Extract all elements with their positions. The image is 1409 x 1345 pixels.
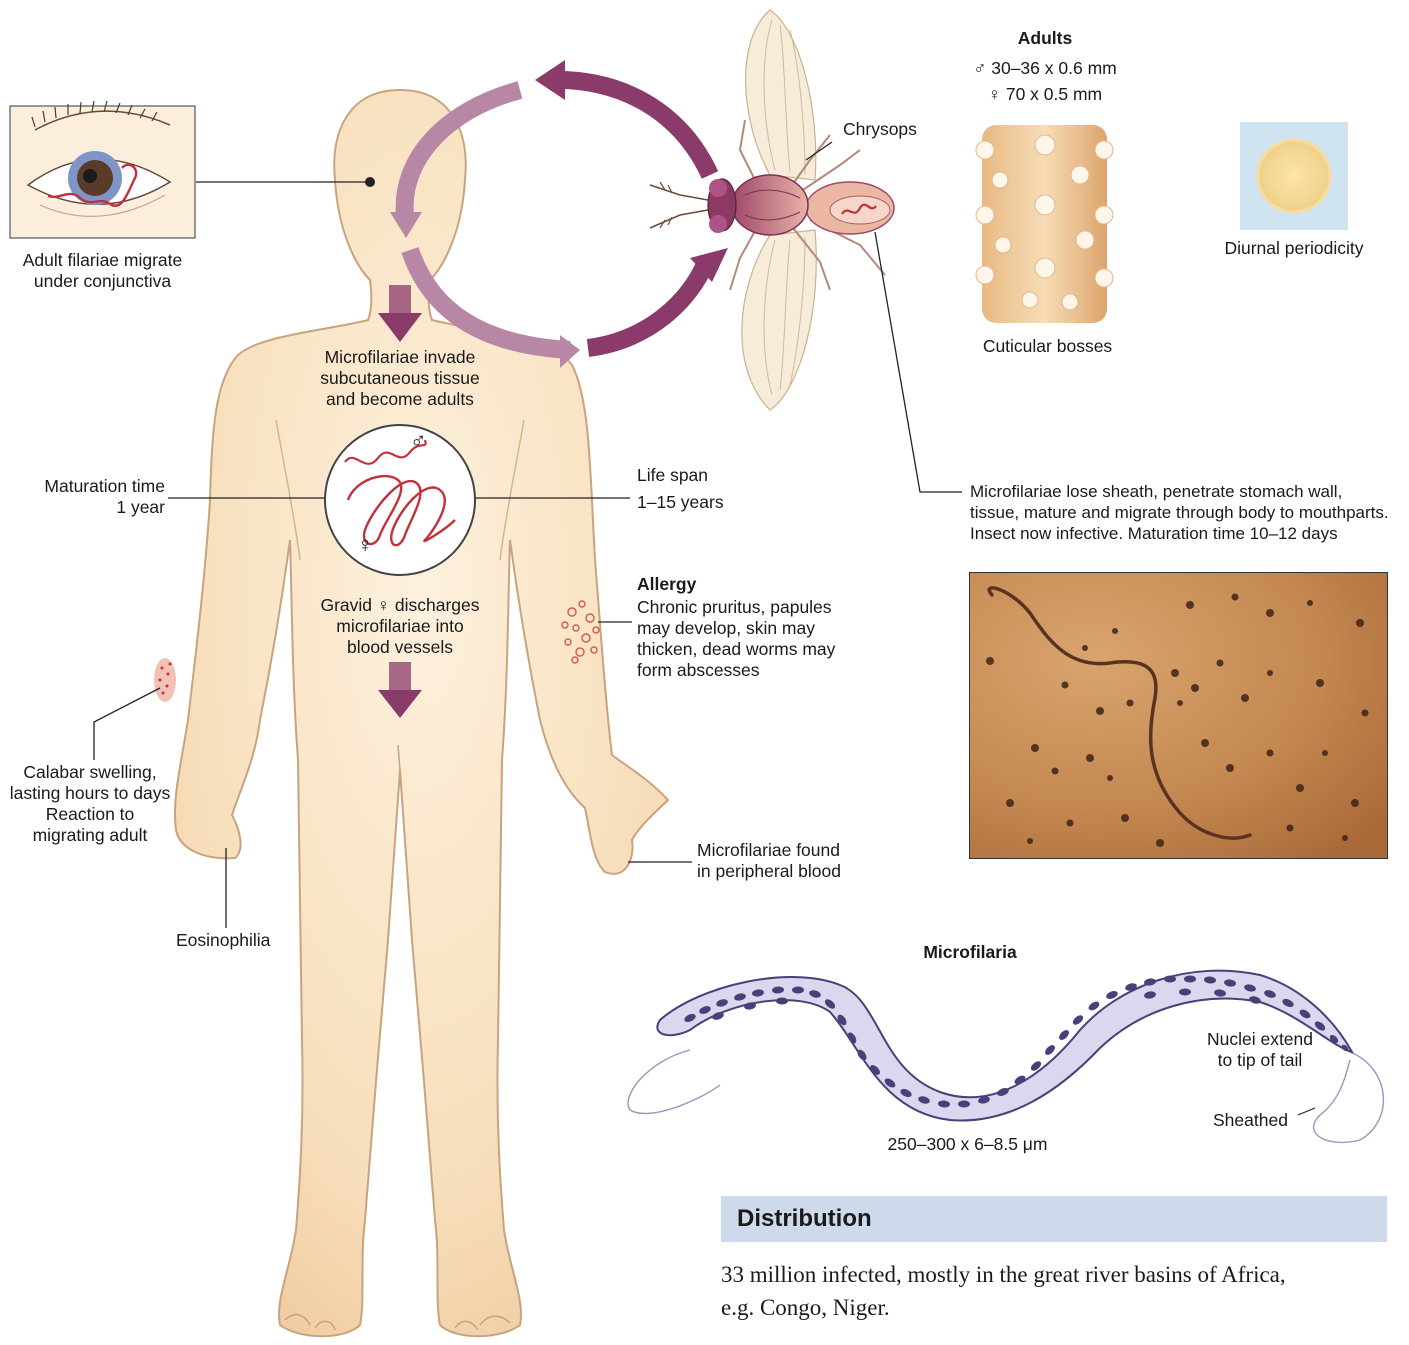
eye-inset xyxy=(10,101,195,238)
blood-smear-photo xyxy=(969,572,1388,859)
distribution-text: 33 million infected, mostly in the great… xyxy=(721,1258,1401,1324)
cuticular-bosses-label: Cuticular bosses xyxy=(960,336,1135,357)
sheathed-leader-line xyxy=(1298,1108,1315,1115)
sheathed-label: Sheathed xyxy=(1213,1110,1288,1131)
male-symbol: ♂ xyxy=(410,430,427,451)
distribution-header: Distribution xyxy=(721,1196,1387,1242)
female-symbol: ♀ xyxy=(357,534,374,555)
fly-wing-upper xyxy=(746,10,816,180)
adult-worms-circle xyxy=(325,425,475,575)
eye-caption: Adult filariae migrate under conjunctiva xyxy=(0,250,205,292)
gravid-caption: Gravid ♀ discharges microfilariae into b… xyxy=(300,595,500,658)
eosinophilia-label: Eosinophilia xyxy=(176,930,270,951)
microfilaria-size: 250–300 x 6–8.5 μm xyxy=(860,1134,1075,1155)
calabar-leader-line xyxy=(94,688,160,760)
chrysops-label: Chrysops xyxy=(843,119,917,140)
invade-caption: Microfilariae invade subcutaneous tissue… xyxy=(300,347,500,410)
lifespan-caption: Life span 1–15 years xyxy=(637,465,724,513)
distribution-title: Distribution xyxy=(737,1205,872,1233)
maturation-caption: Maturation time 1 year xyxy=(20,476,165,518)
peripheral-blood-caption: Microfilariae found in peripheral blood xyxy=(697,840,841,882)
adults-male-size: ♂ 30–36 x 0.6 mm xyxy=(960,58,1130,79)
adults-female-size: ♀ 70 x 0.5 mm xyxy=(960,84,1130,105)
diurnal-periodicity-icon xyxy=(1240,122,1348,230)
insect-leader-line xyxy=(875,232,962,492)
cuticular-bosses xyxy=(976,125,1113,323)
microfilaria-title: Microfilaria xyxy=(895,942,1045,963)
nuclei-caption: Nuclei extend to tip of tail xyxy=(1190,1029,1330,1071)
adults-title: Adults xyxy=(985,28,1105,49)
chrysops-fly xyxy=(650,10,894,410)
calabar-swelling xyxy=(154,658,176,702)
allergy-caption: Allergy Chronic pruritus, papules may de… xyxy=(637,574,835,681)
diurnal-periodicity-label: Diurnal periodicity xyxy=(1208,238,1380,259)
insect-caption: Microfilariae lose sheath, penetrate sto… xyxy=(970,481,1389,544)
calabar-caption: Calabar swelling, lasting hours to days … xyxy=(0,762,180,846)
